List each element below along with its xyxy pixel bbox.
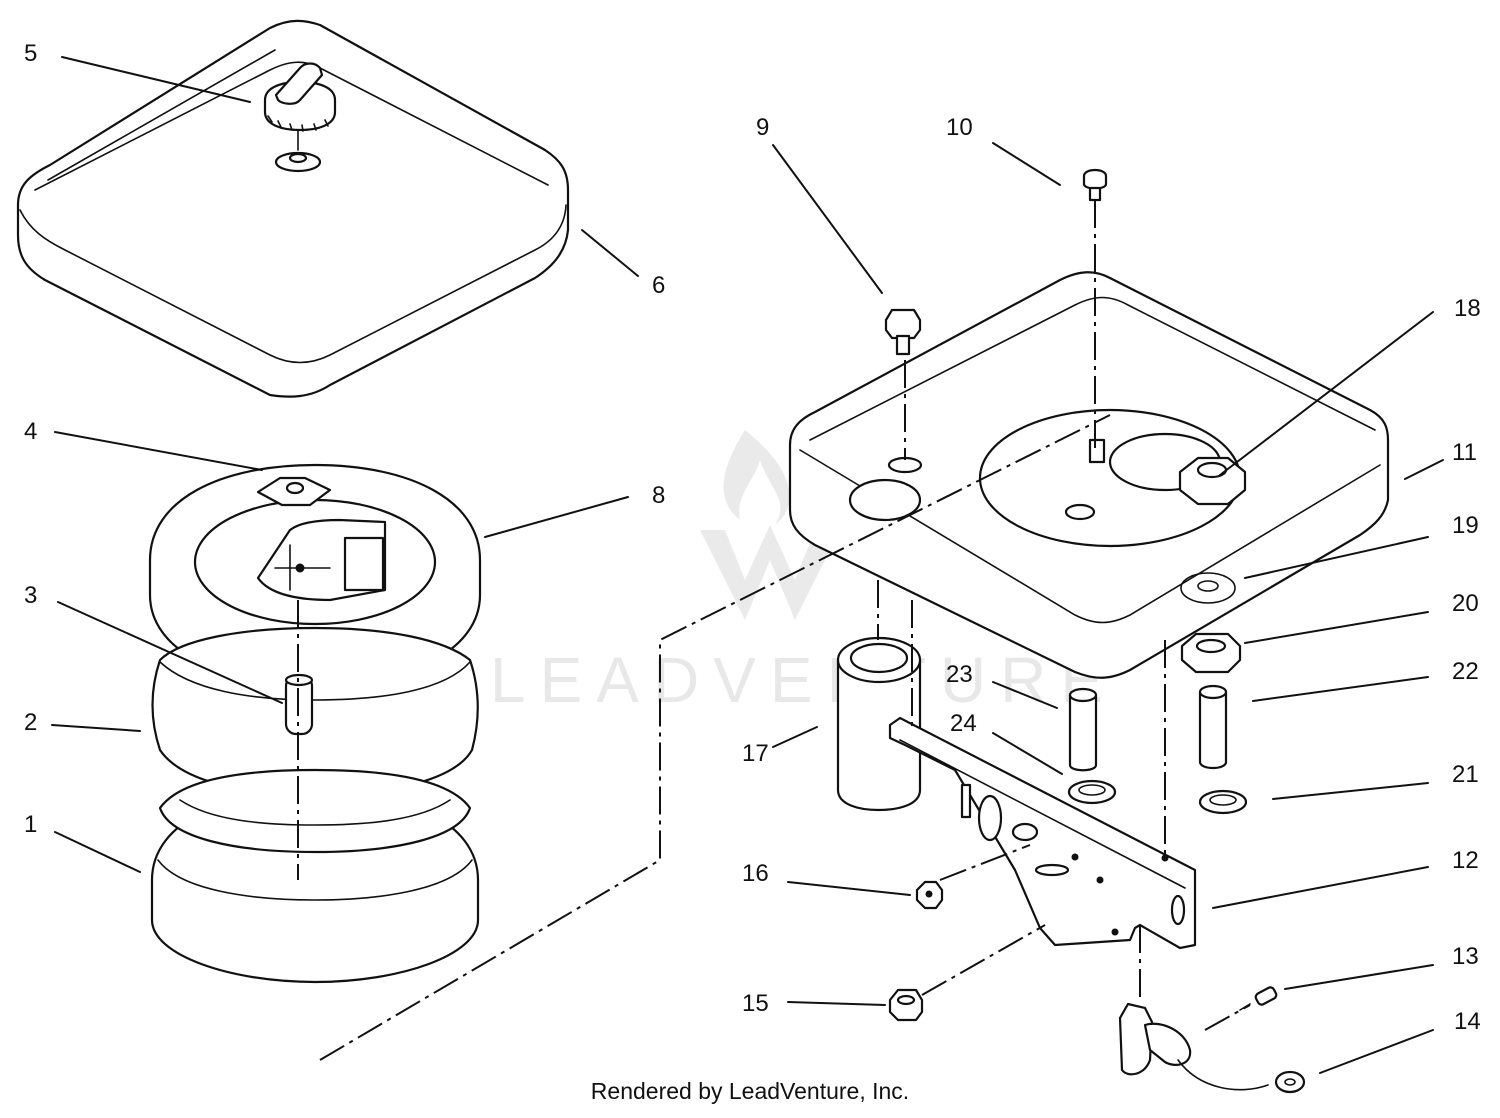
- washer: [1180, 572, 1236, 604]
- callout-2: 2: [24, 709, 37, 736]
- air-cleaner-cover: [16, 19, 570, 398]
- callout-8: 8: [652, 482, 665, 509]
- callout-15: 15: [742, 990, 769, 1017]
- callout-19: 19: [1452, 512, 1479, 539]
- callout-10: 10: [946, 114, 973, 141]
- mounting-bracket: [888, 716, 1197, 950]
- callout-14: 14: [1454, 1008, 1481, 1035]
- hose-clamp-24: [1067, 779, 1117, 805]
- callout-24: 24: [950, 710, 977, 737]
- callout-9: 9: [756, 114, 769, 141]
- flange-bolt: [884, 308, 922, 356]
- hose-23: [1068, 687, 1098, 772]
- rendered-by-credit: Rendered by LeadVenture, Inc.: [590, 1078, 910, 1104]
- callout-22: 22: [1452, 658, 1479, 685]
- leadventure-watermark: LEADVENTURE: [490, 430, 1117, 716]
- service-indicator: [1118, 1002, 1306, 1094]
- callout-5: 5: [24, 40, 37, 67]
- hex-nut: [1180, 632, 1242, 674]
- foam-precleaner: [151, 626, 479, 797]
- callout-1: 1: [24, 811, 37, 838]
- rubber-tube: [836, 636, 922, 812]
- paper-element: [150, 768, 480, 984]
- callout-17: 17: [742, 740, 769, 767]
- cover-knob: [263, 62, 337, 173]
- element-cover: [148, 463, 482, 687]
- callout-12: 12: [1452, 847, 1479, 874]
- assembly-lines: [297, 200, 1251, 1061]
- callout-23: 23: [946, 661, 973, 688]
- callout-numbers: 5 6 4 8 3 2 1 9 10 18 11 19 20 22 23 24 …: [24, 40, 1481, 1035]
- base-nut: [1178, 456, 1247, 506]
- lock-nut: [888, 988, 924, 1022]
- hose-22: [1198, 684, 1228, 770]
- small-nut: [915, 880, 944, 910]
- screw: [1082, 168, 1108, 202]
- watermark-text: LEADVENTURE: [490, 644, 1117, 716]
- air-cleaner-base: [788, 271, 1390, 679]
- callout-13: 13: [1452, 943, 1479, 970]
- leader-lines: [51, 56, 1444, 1074]
- callout-21: 21: [1452, 761, 1479, 788]
- hose-clamp-21: [1198, 789, 1248, 815]
- callout-18: 18: [1454, 295, 1481, 322]
- callout-6: 6: [652, 272, 665, 299]
- callout-20: 20: [1452, 590, 1479, 617]
- callout-16: 16: [742, 860, 769, 887]
- callout-3: 3: [24, 582, 37, 609]
- callout-11: 11: [1452, 439, 1477, 466]
- callout-4: 4: [24, 418, 37, 445]
